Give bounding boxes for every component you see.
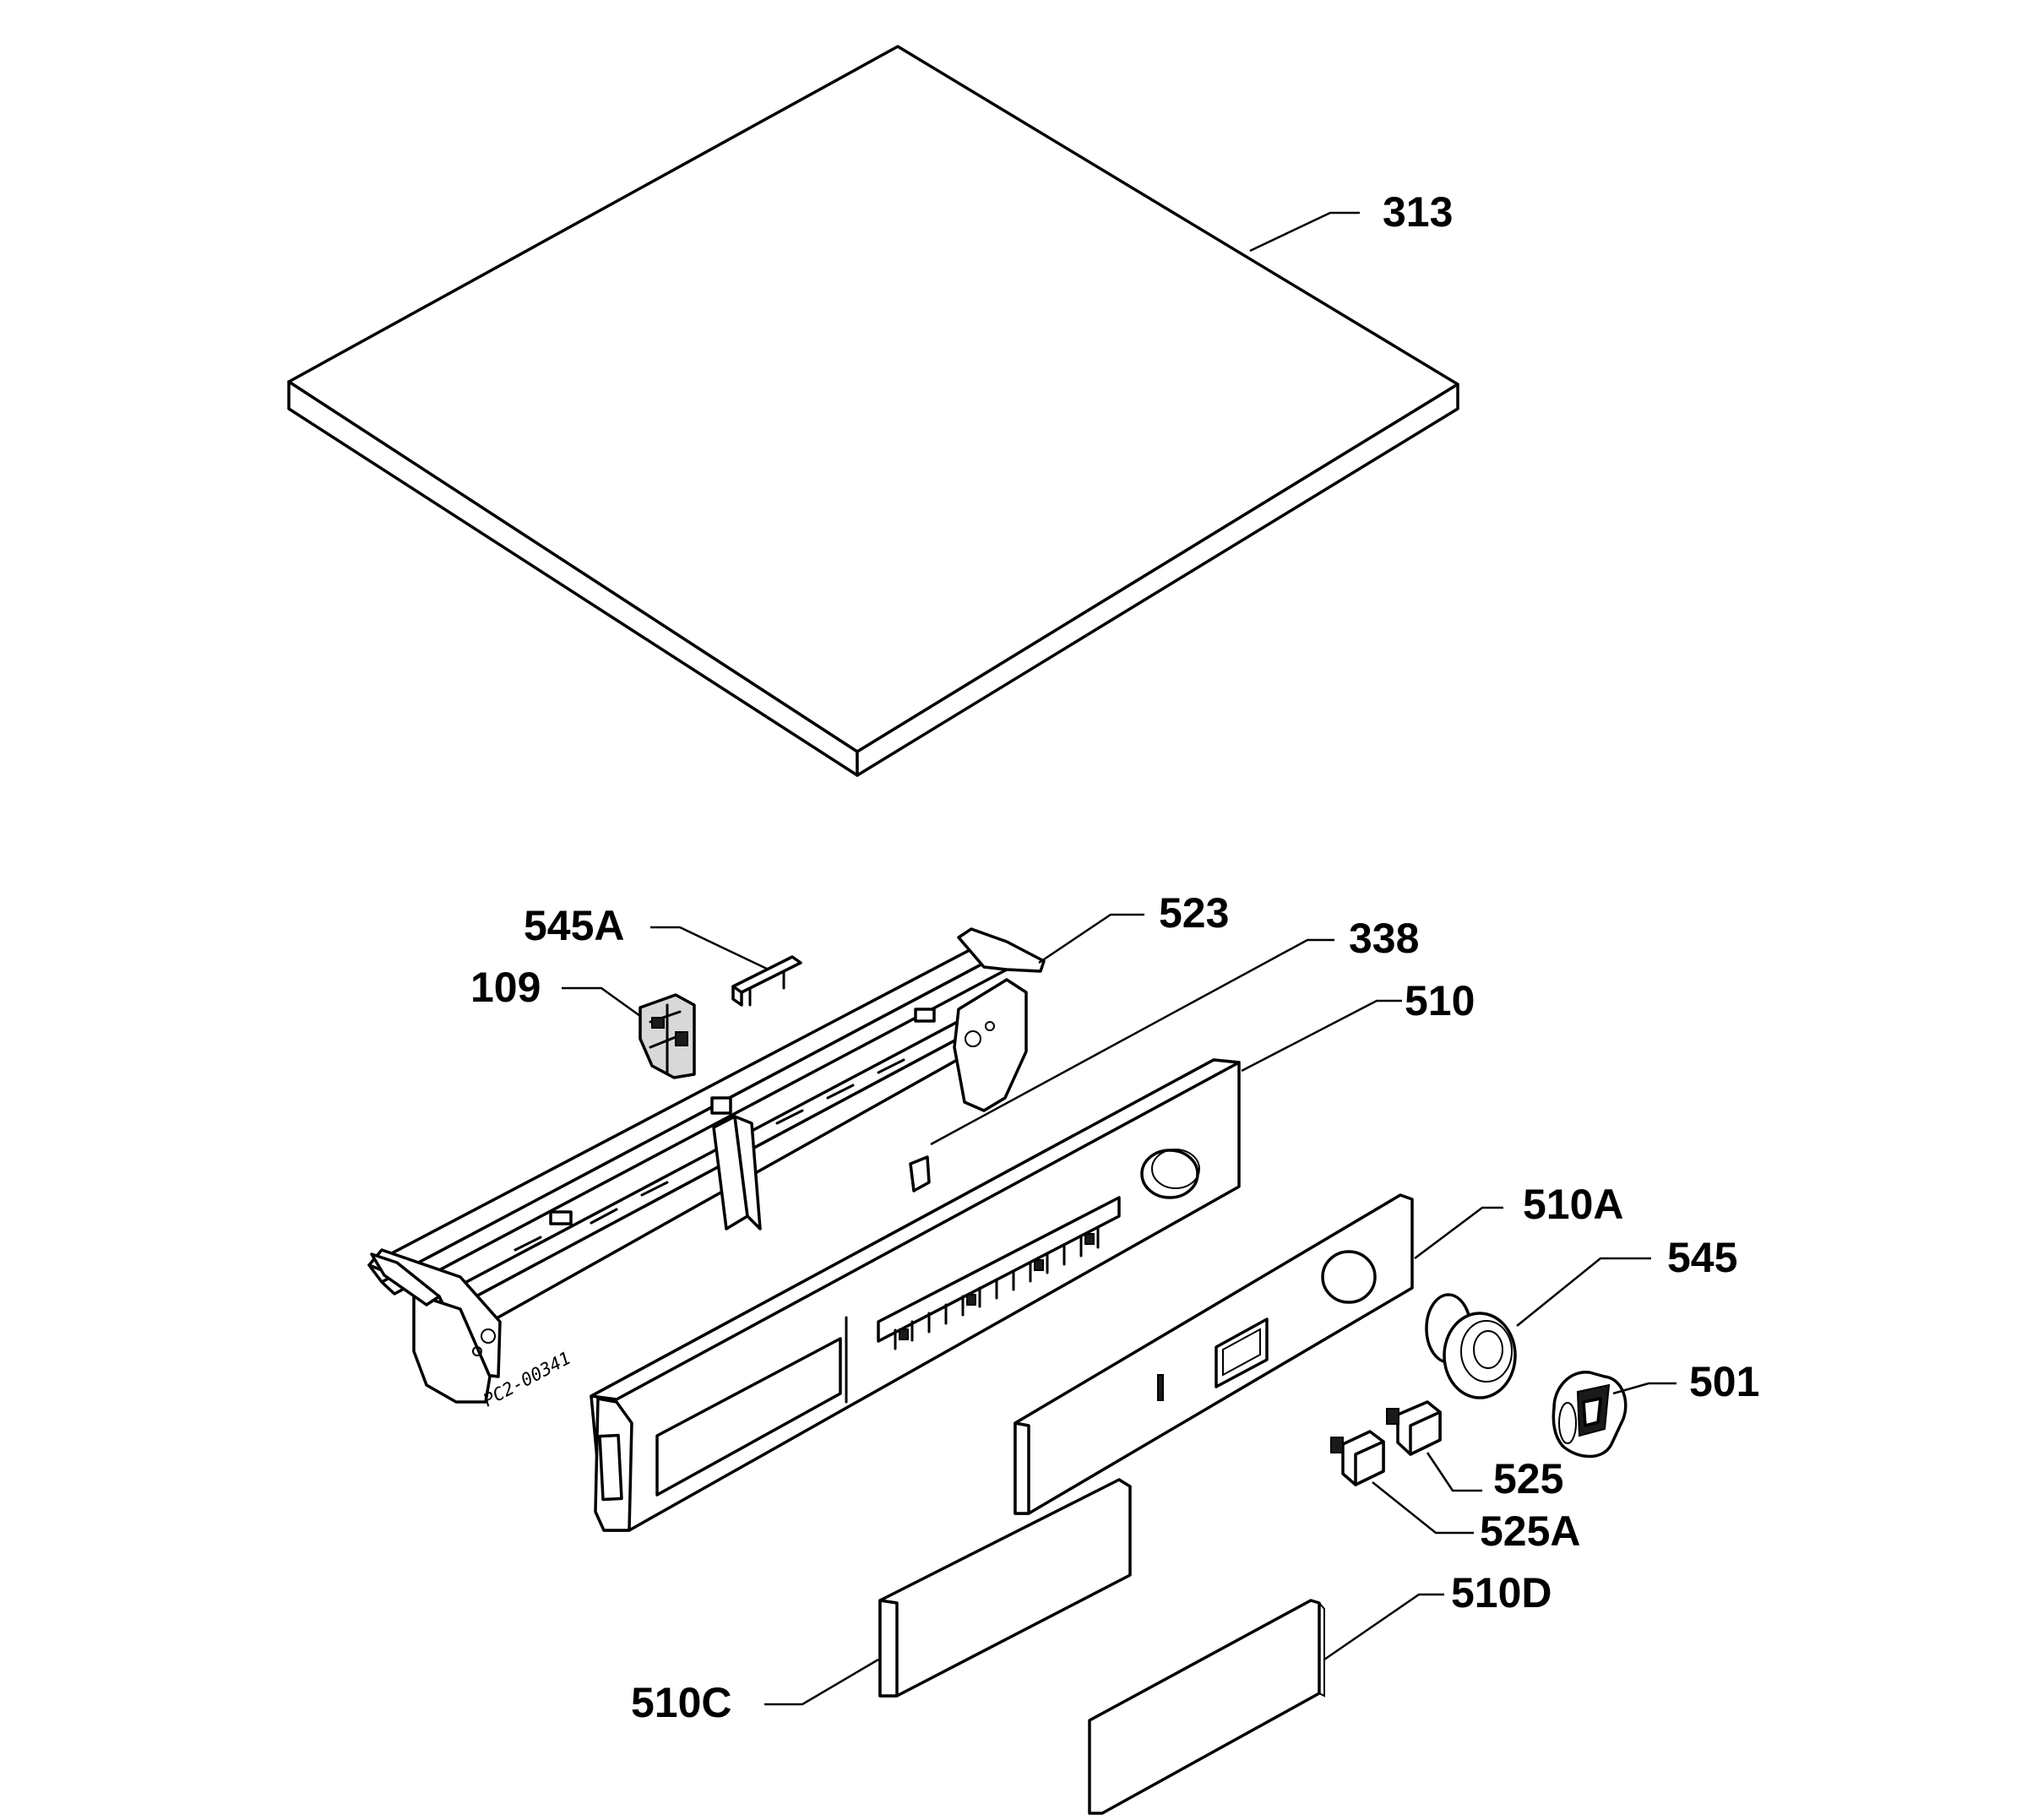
callout-545A: 545A [524, 902, 625, 949]
leader-525 [1426, 1452, 1482, 1492]
leader-510D [1323, 1593, 1444, 1661]
leader-501 [1612, 1382, 1676, 1395]
leader-338 [930, 938, 1334, 1146]
part-338-bracket [909, 1155, 931, 1193]
callout-313: 313 [1383, 188, 1453, 236]
callout-525A: 525A [1480, 1508, 1581, 1555]
part-510A-insert [1014, 1193, 1414, 1515]
part-313-top-cover [287, 45, 1459, 777]
part-510C-end-cap [878, 1478, 1132, 1698]
leader-510C [764, 1658, 879, 1706]
part-525A-push-button [1330, 1430, 1385, 1486]
callout-109: 109 [470, 964, 541, 1011]
part-545A-clip [731, 955, 802, 1007]
part-501-knob [1551, 1371, 1628, 1459]
callout-510D: 510D [1451, 1569, 1552, 1616]
leader-313 [1249, 211, 1360, 253]
part-510-fascia [590, 1058, 1241, 1532]
part-545-knob-base [1425, 1293, 1517, 1399]
callout-525: 525 [1493, 1455, 1563, 1502]
leader-510A [1414, 1206, 1503, 1259]
part-525-push-button [1386, 1400, 1442, 1456]
callout-510: 510 [1405, 977, 1475, 1024]
callout-510C: 510C [631, 1679, 732, 1726]
leader-525A [1372, 1481, 1474, 1535]
leader-109 [562, 986, 641, 1018]
leader-545A [650, 926, 769, 971]
part-510D-end-cap [1088, 1599, 1325, 1815]
leader-510 [1241, 999, 1402, 1073]
leader-545 [1516, 1257, 1651, 1327]
part-523-panel-frame [367, 927, 1046, 1404]
part-109-connector-block [639, 993, 696, 1079]
callout-338: 338 [1349, 915, 1419, 962]
leader-523 [1038, 913, 1144, 964]
callout-501: 501 [1689, 1358, 1759, 1405]
callout-545: 545 [1667, 1234, 1737, 1281]
callout-510A: 510A [1523, 1181, 1624, 1228]
callout-523: 523 [1159, 889, 1229, 937]
